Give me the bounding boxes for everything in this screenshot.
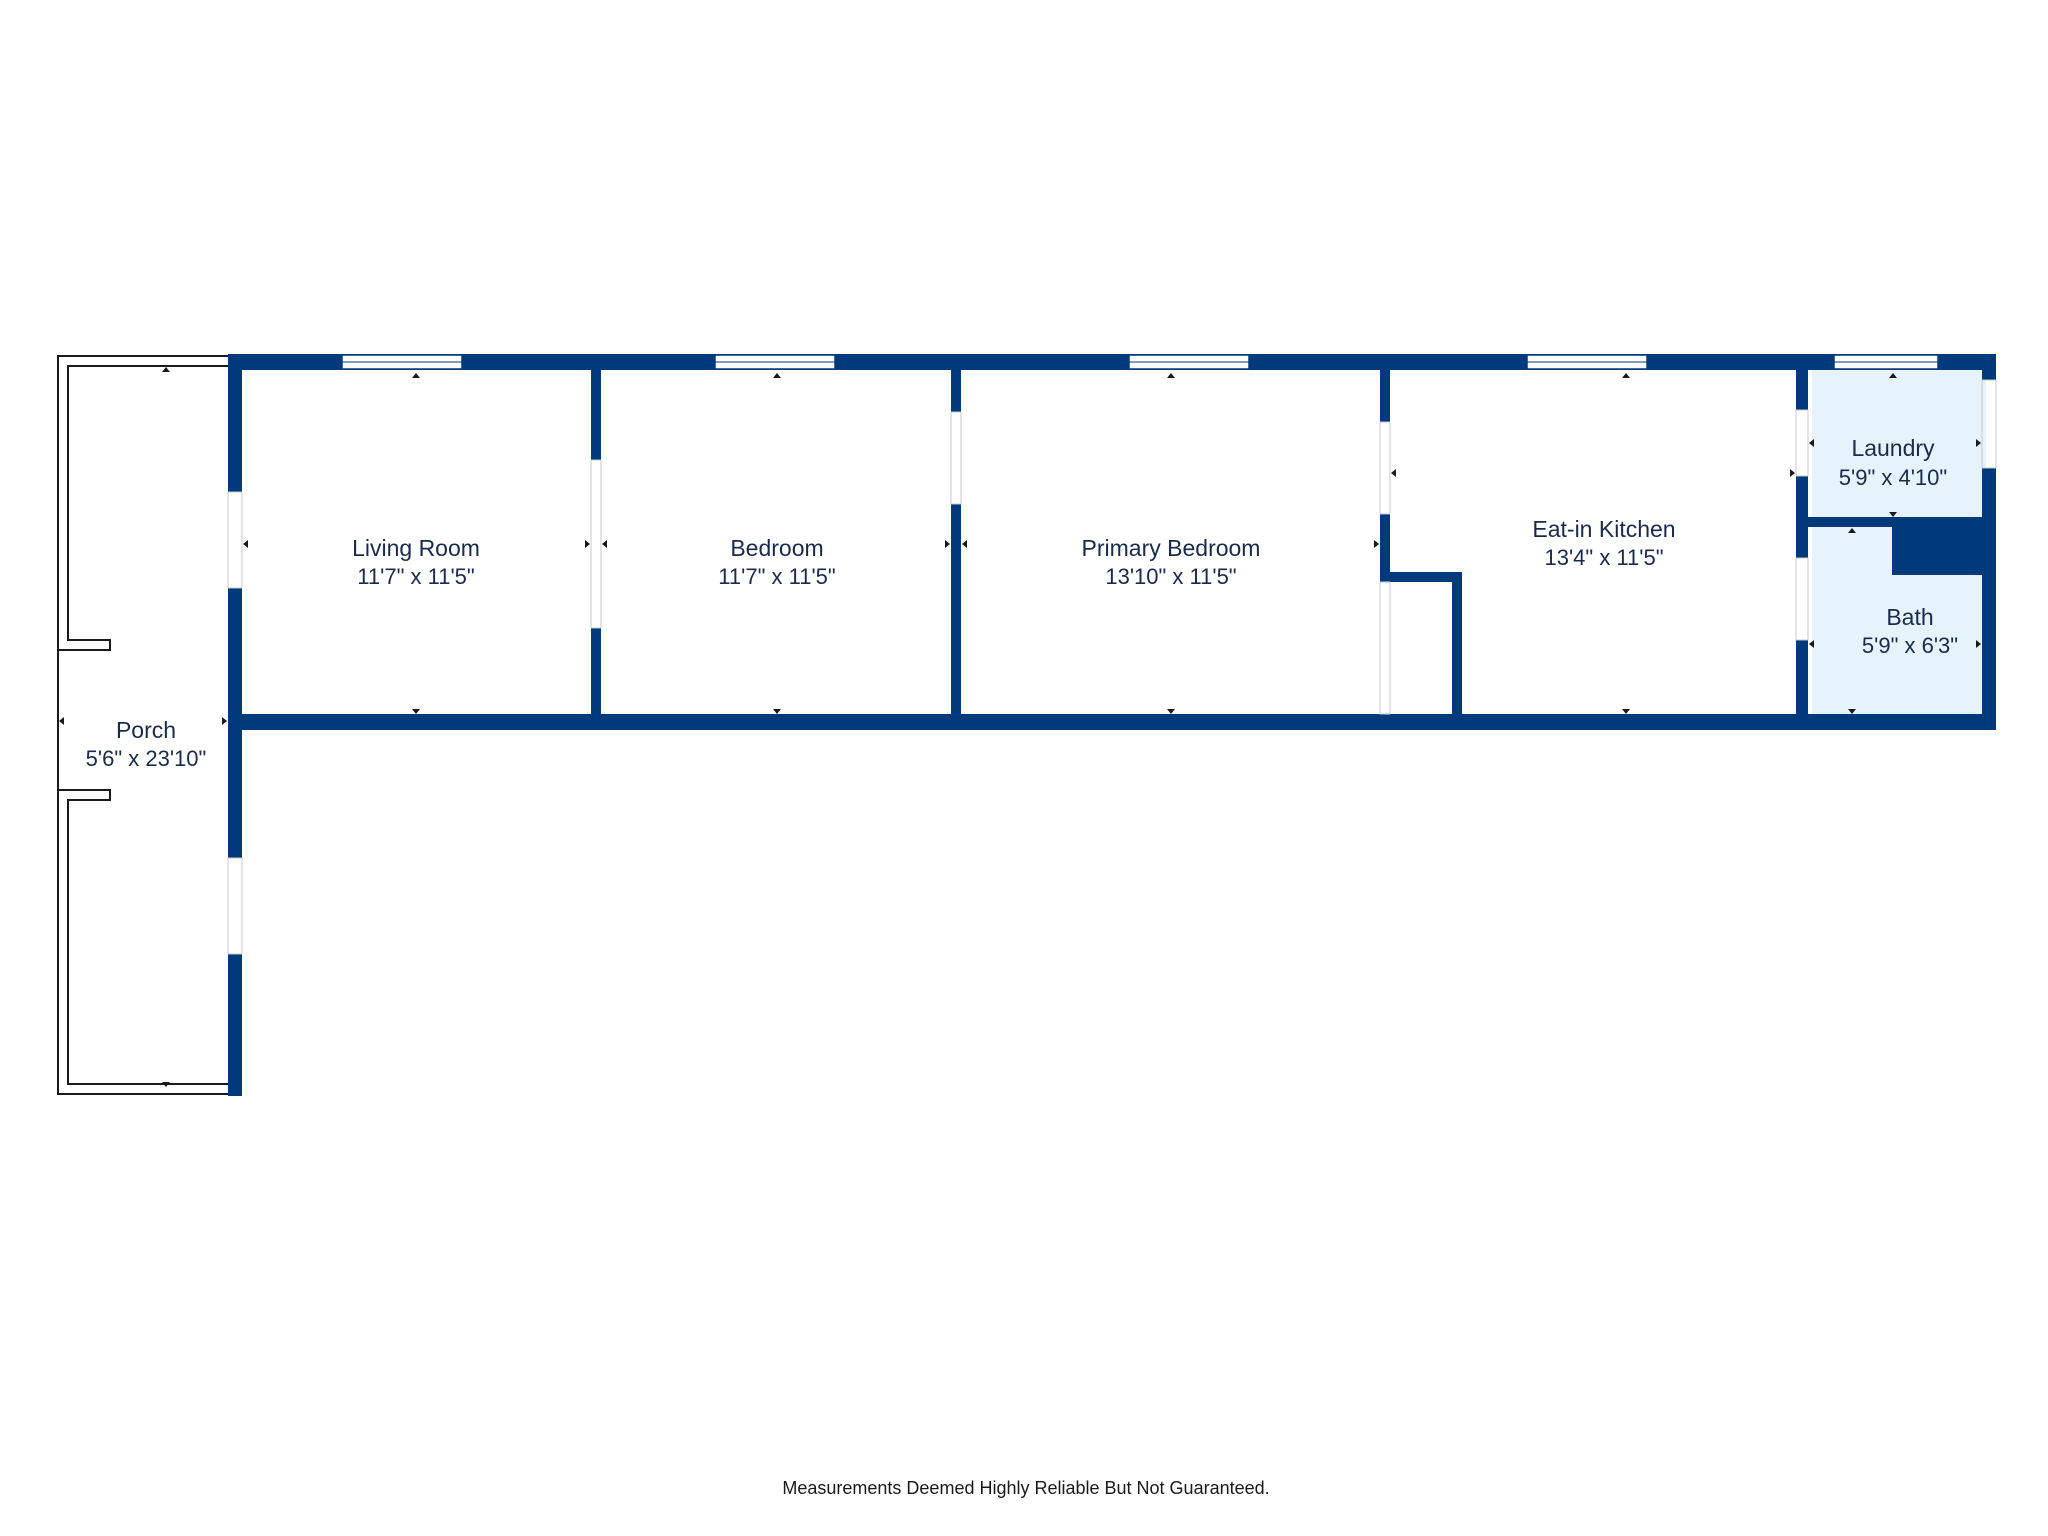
- porch-outline: [57, 355, 228, 1095]
- room-name-living-room: Living Room: [352, 535, 480, 561]
- room-dims-laundry: 5'9" x 4'10": [1839, 465, 1947, 490]
- room-name-bedroom: Bedroom: [730, 535, 823, 561]
- room-name-eat-in-kitchen: Eat-in Kitchen: [1532, 516, 1675, 542]
- room-dims-porch: 5'6" x 23'10": [86, 746, 207, 771]
- laundry-fill: [1812, 370, 1986, 517]
- room-dims-bath: 5'9" x 6'3": [1862, 633, 1958, 658]
- room-name-laundry: Laundry: [1851, 435, 1935, 461]
- room-dims-primary-bedroom: 13'10" x 11'5": [1105, 564, 1236, 589]
- walls: [228, 354, 1996, 1096]
- room-dims-living-room: 11'7" x 11'5": [357, 564, 474, 589]
- room-name-primary-bedroom: Primary Bedroom: [1082, 535, 1261, 561]
- room-dims-bedroom: 11'7" x 11'5": [718, 564, 835, 589]
- disclaimer: Measurements Deemed Highly Reliable But …: [782, 1478, 1269, 1498]
- room-name-bath: Bath: [1886, 604, 1933, 630]
- room-dims-eat-in-kitchen: 13'4" x 11'5": [1544, 545, 1663, 570]
- door-openings: [227, 379, 1997, 955]
- room-name-porch: Porch: [116, 717, 176, 743]
- dimension-markers: [59, 367, 1981, 1087]
